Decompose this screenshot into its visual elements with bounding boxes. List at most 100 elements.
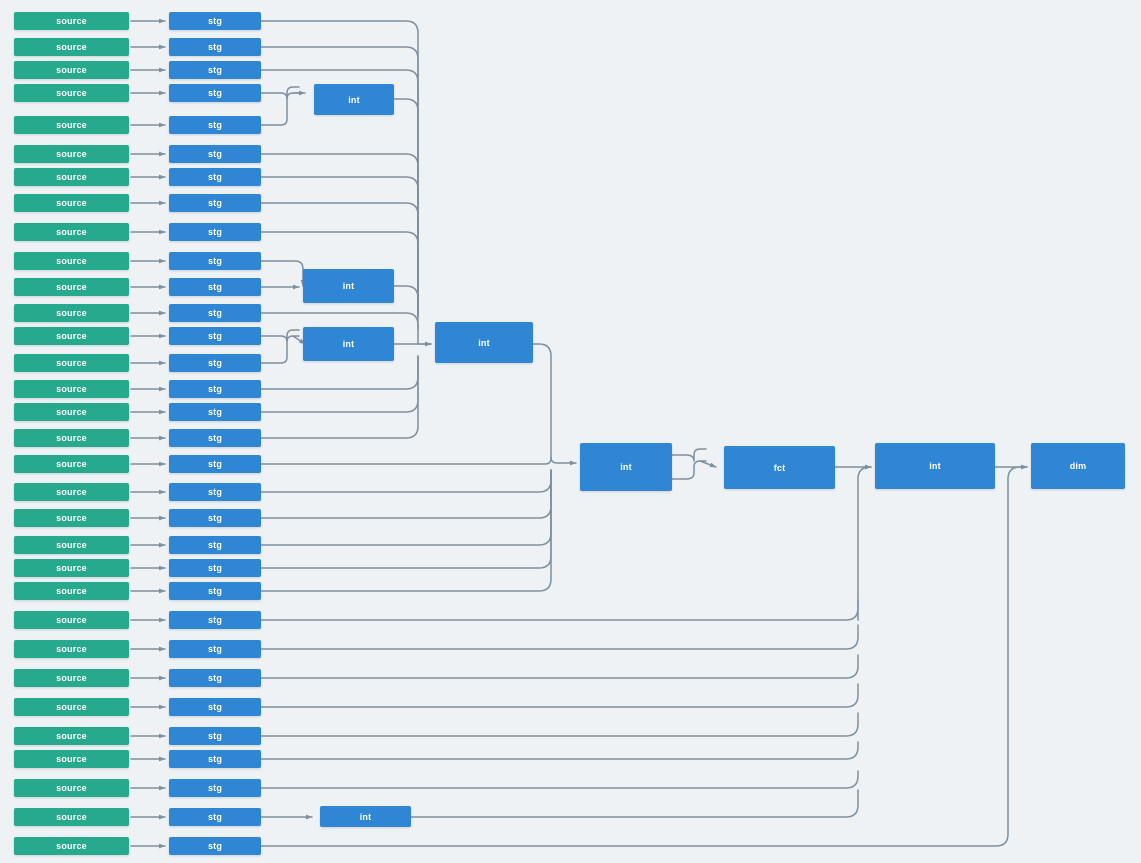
node-stg-stg18[interactable]: stg xyxy=(169,455,261,473)
node-stg-stg27[interactable]: stg xyxy=(169,698,261,716)
node-stg-stg24[interactable]: stg xyxy=(169,611,261,629)
node-stg-stg9[interactable]: stg xyxy=(169,223,261,241)
node-source-src29[interactable]: source xyxy=(14,750,129,768)
node-source-src19[interactable]: source xyxy=(14,483,129,501)
node-label: stg xyxy=(207,487,223,497)
node-source-src1[interactable]: source xyxy=(14,12,129,30)
node-source-src32[interactable]: source xyxy=(14,837,129,855)
node-stg-stg3[interactable]: stg xyxy=(169,61,261,79)
node-label: stg xyxy=(207,358,223,368)
node-stg-stg26[interactable]: stg xyxy=(169,669,261,687)
node-dim-dim1[interactable]: dim xyxy=(1031,443,1125,489)
node-label: stg xyxy=(207,282,223,292)
node-label: source xyxy=(56,702,87,712)
edge-stg24-bus xyxy=(260,599,859,621)
node-int-int3[interactable]: int xyxy=(303,327,394,361)
node-label: source xyxy=(56,308,87,318)
node-label: source xyxy=(56,227,87,237)
edge-stg1-bus xyxy=(260,20,419,317)
node-stg-stg32[interactable]: stg xyxy=(169,837,261,855)
node-source-src26[interactable]: source xyxy=(14,669,129,687)
edge-stg21-bus xyxy=(260,469,552,546)
node-source-src15[interactable]: source xyxy=(14,380,129,398)
node-source-src21[interactable]: source xyxy=(14,536,129,554)
edge-stg8-bus xyxy=(260,202,419,317)
node-source-src13[interactable]: source xyxy=(14,327,129,345)
node-source-src11[interactable]: source xyxy=(14,278,129,296)
node-stg-stg17[interactable]: stg xyxy=(169,429,261,447)
node-source-src3[interactable]: source xyxy=(14,61,129,79)
node-stg-stg21[interactable]: stg xyxy=(169,536,261,554)
node-stg-stg28[interactable]: stg xyxy=(169,727,261,745)
node-source-src18[interactable]: source xyxy=(14,455,129,473)
node-label: source xyxy=(56,407,87,417)
node-stg-stg13[interactable]: stg xyxy=(169,327,261,345)
node-source-src14[interactable]: source xyxy=(14,354,129,372)
node-source-src10[interactable]: source xyxy=(14,252,129,270)
node-stg-stg19[interactable]: stg xyxy=(169,483,261,501)
node-source-src24[interactable]: source xyxy=(14,611,129,629)
node-label: int xyxy=(342,339,355,349)
node-stg-stg12[interactable]: stg xyxy=(169,304,261,322)
node-source-src23[interactable]: source xyxy=(14,582,129,600)
node-source-src12[interactable]: source xyxy=(14,304,129,322)
node-label: source xyxy=(56,358,87,368)
node-stg-stg7[interactable]: stg xyxy=(169,168,261,186)
node-source-src5[interactable]: source xyxy=(14,116,129,134)
node-label: source xyxy=(56,331,87,341)
node-label: stg xyxy=(207,256,223,266)
node-source-src6[interactable]: source xyxy=(14,145,129,163)
node-stg-stg14[interactable]: stg xyxy=(169,354,261,372)
node-label: source xyxy=(56,42,87,52)
node-source-src20[interactable]: source xyxy=(14,509,129,527)
node-source-src30[interactable]: source xyxy=(14,779,129,797)
node-stg-stg29[interactable]: stg xyxy=(169,750,261,768)
node-source-src4[interactable]: source xyxy=(14,84,129,102)
edge-stg19-bus xyxy=(260,469,552,493)
node-label: source xyxy=(56,754,87,764)
node-source-src9[interactable]: source xyxy=(14,223,129,241)
node-source-src28[interactable]: source xyxy=(14,727,129,745)
node-source-src2[interactable]: source xyxy=(14,38,129,56)
node-int-int2[interactable]: int xyxy=(303,269,394,303)
node-int-int4[interactable]: int xyxy=(435,322,533,363)
node-source-src8[interactable]: source xyxy=(14,194,129,212)
node-int-int5[interactable]: int xyxy=(580,443,672,491)
node-label: source xyxy=(56,198,87,208)
node-stg-stg30[interactable]: stg xyxy=(169,779,261,797)
edge-stg2-bus xyxy=(260,46,419,317)
node-stg-stg5[interactable]: stg xyxy=(169,116,261,134)
node-stg-stg20[interactable]: stg xyxy=(169,509,261,527)
node-stg-stg22[interactable]: stg xyxy=(169,559,261,577)
node-stg-stg16[interactable]: stg xyxy=(169,403,261,421)
node-int-int7[interactable]: int xyxy=(320,806,411,827)
node-stg-stg31[interactable]: stg xyxy=(169,808,261,826)
node-source-src7[interactable]: source xyxy=(14,168,129,186)
node-label: stg xyxy=(207,331,223,341)
node-label: stg xyxy=(207,783,223,793)
node-source-src16[interactable]: source xyxy=(14,403,129,421)
node-label: stg xyxy=(207,149,223,159)
node-label: stg xyxy=(207,384,223,394)
node-source-src27[interactable]: source xyxy=(14,698,129,716)
node-source-src31[interactable]: source xyxy=(14,808,129,826)
node-stg-stg8[interactable]: stg xyxy=(169,194,261,212)
node-stg-stg6[interactable]: stg xyxy=(169,145,261,163)
node-stg-stg25[interactable]: stg xyxy=(169,640,261,658)
node-source-src17[interactable]: source xyxy=(14,429,129,447)
edge-stg17-bus xyxy=(260,355,419,439)
node-source-src22[interactable]: source xyxy=(14,559,129,577)
node-stg-stg4[interactable]: stg xyxy=(169,84,261,102)
node-int-int1[interactable]: int xyxy=(314,84,394,115)
node-stg-stg10[interactable]: stg xyxy=(169,252,261,270)
node-stg-stg11[interactable]: stg xyxy=(169,278,261,296)
node-stg-stg2[interactable]: stg xyxy=(169,38,261,56)
node-stg-stg15[interactable]: stg xyxy=(169,380,261,398)
node-label: source xyxy=(56,459,87,469)
node-stg-stg23[interactable]: stg xyxy=(169,582,261,600)
node-label: stg xyxy=(207,731,223,741)
node-stg-stg1[interactable]: stg xyxy=(169,12,261,30)
node-int-int6[interactable]: int xyxy=(875,443,995,489)
node-source-src25[interactable]: source xyxy=(14,640,129,658)
node-fct-fct1[interactable]: fct xyxy=(724,446,835,489)
